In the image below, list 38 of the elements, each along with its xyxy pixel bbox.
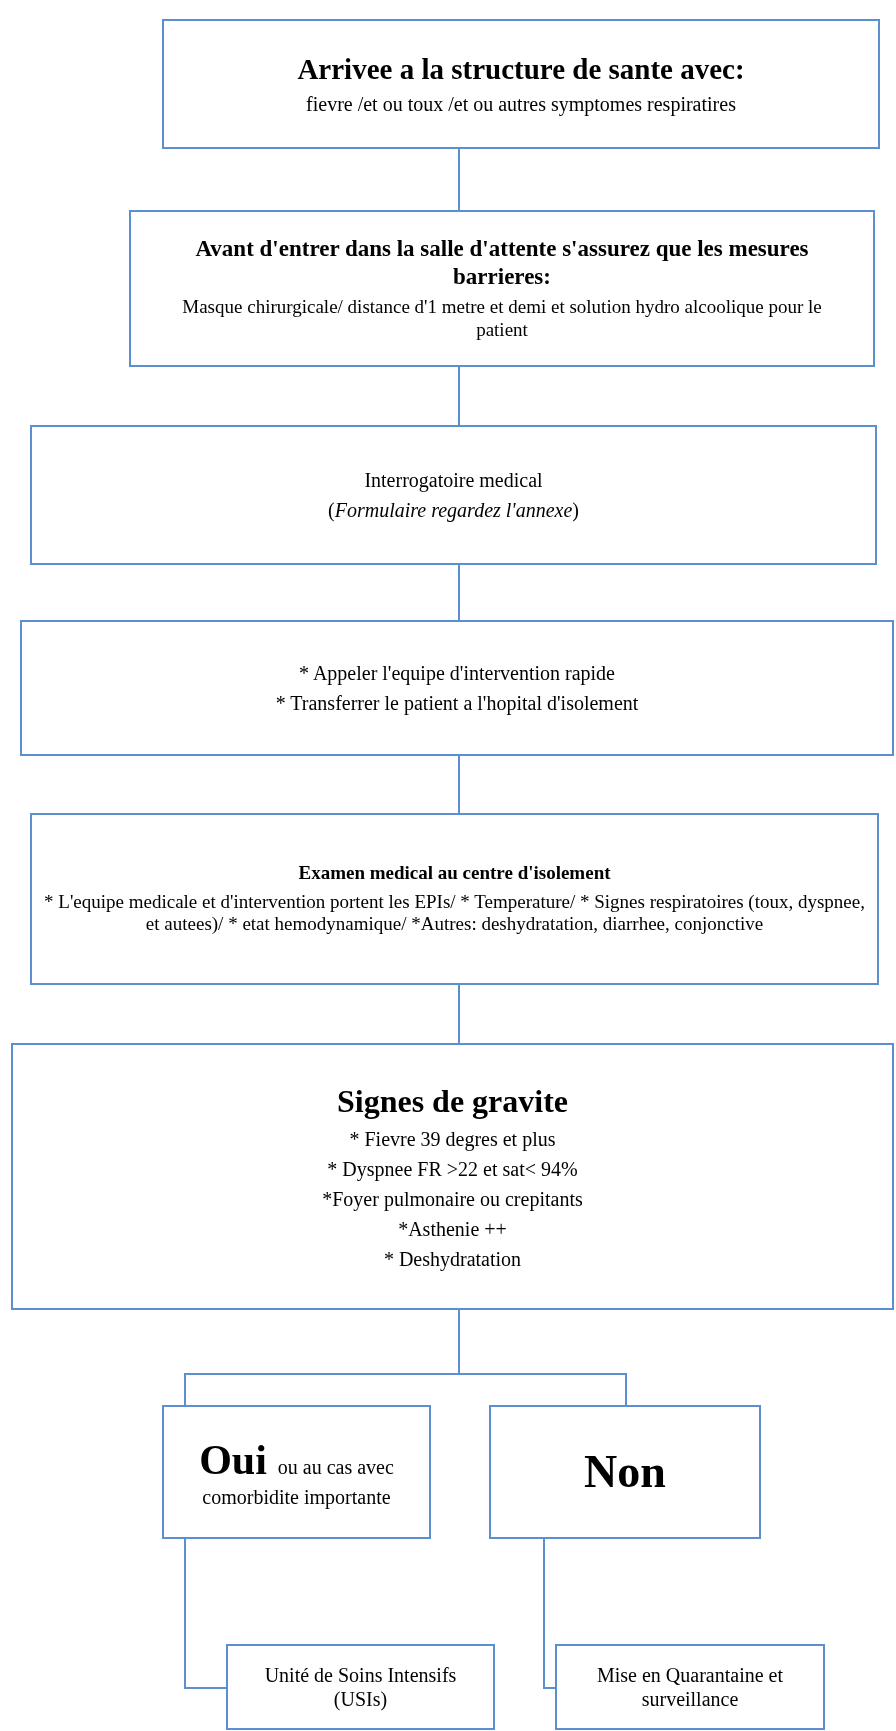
body-text: * Dyspnee FR >22 et sat< 94% [327, 1156, 578, 1181]
body-text: *Asthenie ++ [398, 1216, 507, 1241]
body-text: * Transferrer le patient a l'hopital d'isolement [275, 691, 639, 715]
heading: Examen medical au centre d'isolement [298, 861, 611, 885]
heading: Signes de gravite [336, 1082, 569, 1121]
connector-line [458, 148, 460, 211]
body-text: * Deshydratation [383, 1246, 522, 1271]
heading: Non [584, 1445, 666, 1500]
connector-line [184, 1538, 227, 1689]
process-box [555, 1644, 825, 1730]
body-text: Oui ou au cas avec comorbidite importante [198, 1435, 395, 1510]
process-box [20, 620, 894, 756]
body-text: Mise en Quarantaine et surveillance [595, 1663, 784, 1711]
body-text: Interrogatoire medical [364, 468, 543, 492]
body-text: * Appeler l'equipe d'intervention rapide [299, 661, 615, 685]
body-text: (Formulaire regardez l'annexe) [328, 498, 579, 522]
body-text: * L'equipe medicale et d'intervention portent les EPIs/ * Temperature/ * Signes respiratoires (toux, dyspnee, et autees)/ * etat hemodynamique/ *Autres: deshydratation, diarrhee, conjonctive [43, 890, 866, 937]
connector-line [543, 1538, 556, 1689]
body-text: fievre /et ou toux /et ou autres symptomes respiratires [306, 92, 736, 117]
connector-line [458, 755, 460, 814]
connector-line [458, 366, 460, 426]
body-text: *Foyer pulmonaire ou crepitants [322, 1186, 583, 1211]
process-box [11, 1043, 894, 1310]
connector-line [458, 564, 460, 621]
connector-line [458, 1309, 627, 1406]
process-box [30, 813, 879, 985]
body-text: Unité de Soins Intensifs (USIs) [263, 1663, 458, 1711]
process-box [162, 19, 880, 149]
body-text: Masque chirurgicale/ distance d'1 metre et demi et solution hydro alcoolique pour le patient [181, 296, 823, 342]
connector-line [458, 984, 460, 1044]
process-box [129, 210, 875, 367]
process-box [489, 1405, 761, 1539]
body-text: * Fievre 39 degres et plus [349, 1126, 556, 1151]
process-box [30, 425, 877, 565]
process-box [162, 1405, 431, 1539]
heading: Avant d'entrer dans la salle d'attente s'assurez que les mesures barrieres: [194, 235, 810, 291]
heading: Arrivee a la structure de sante avec: [297, 51, 745, 87]
process-box [226, 1644, 495, 1730]
